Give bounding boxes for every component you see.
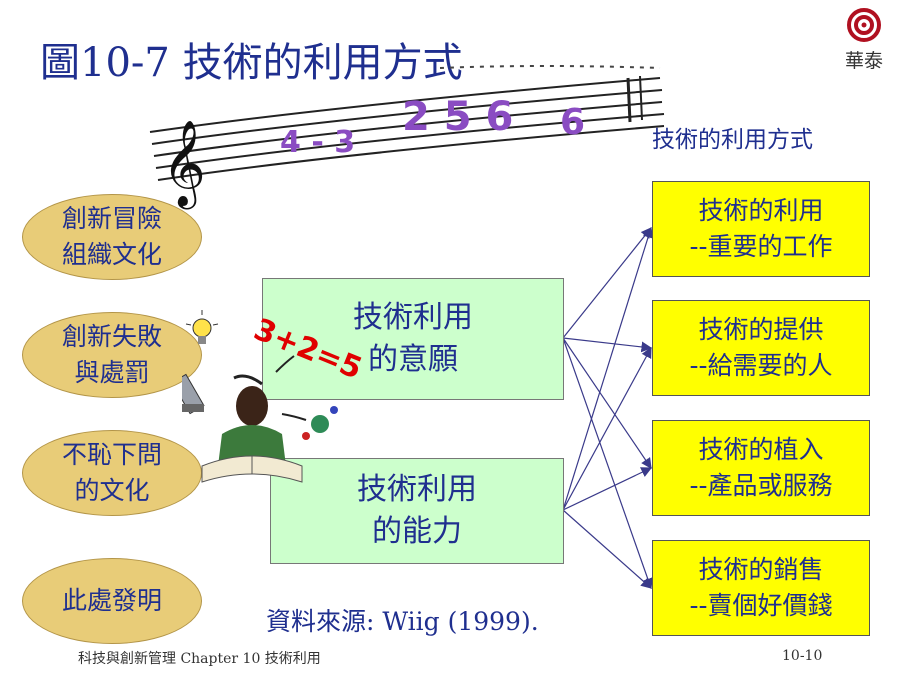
factor-oval-invented-here: 此處發明 [22, 558, 202, 644]
diagram-subtitle: 技術的利用方式 [652, 127, 813, 153]
outcome-box-embed: 技術的植入 --產品或服務 [652, 420, 870, 516]
svg-text:2 5 6: 2 5 6 [402, 94, 513, 140]
outcome-title: 技術的提供 [698, 315, 824, 344]
outcome-title: 技術的植入 [698, 435, 824, 464]
outcome-detail: --重要的工作 [689, 232, 833, 261]
lightbulb-icon [185, 310, 219, 344]
willingness-box: 技術利用 的意願 [262, 278, 564, 400]
reading-person-icon [182, 310, 338, 483]
outcome-detail: --給需要的人 [689, 351, 833, 380]
factor-oval-failure-punishment: 創新失敗 與處罰 [22, 312, 202, 398]
source-citation: 資料來源: Wiig (1999). [266, 602, 539, 638]
page-title: 圖10-7 技術的利用方式 [40, 40, 463, 86]
svg-text:𝄞: 𝄞 [162, 120, 206, 210]
outcome-box-sell: 技術的銷售 --賣個好價錢 [652, 540, 870, 636]
brand-name: 華泰 [844, 50, 883, 72]
brand-logo: 華泰 [838, 8, 890, 73]
capability-box: 技術利用 的能力 [270, 458, 564, 564]
footer-page-number: 10-10 [782, 648, 823, 664]
concentric-circle-logo-icon [847, 8, 881, 42]
source-label: 資料來源 [266, 607, 367, 636]
outcome-detail: --產品或服務 [689, 471, 833, 500]
svg-text:4 - 3: 4 - 3 [280, 125, 355, 160]
factor-oval-risk-culture: 創新冒險 組織文化 [22, 194, 202, 280]
factor-oval-ask-culture: 不恥下問 的文化 [22, 430, 202, 516]
outcome-title: 技術的利用 [698, 196, 824, 225]
atom-icon [302, 406, 338, 440]
music-staff-icon: 𝄞 4 - 3 2 5 6 6 [149, 65, 665, 210]
source-value: : Wiig (1999). [366, 607, 539, 636]
outcome-title: 技術的銷售 [698, 555, 824, 584]
outcome-detail: --賣個好價錢 [689, 591, 833, 620]
outcome-box-provide: 技術的提供 --給需要的人 [652, 300, 870, 396]
outcome-box-use: 技術的利用 --重要的工作 [652, 181, 870, 277]
microscope-icon [182, 373, 205, 415]
svg-text:6: 6 [560, 102, 585, 143]
footer-course-info: 科技與創新管理 Chapter 10 技術利用 [78, 651, 321, 667]
